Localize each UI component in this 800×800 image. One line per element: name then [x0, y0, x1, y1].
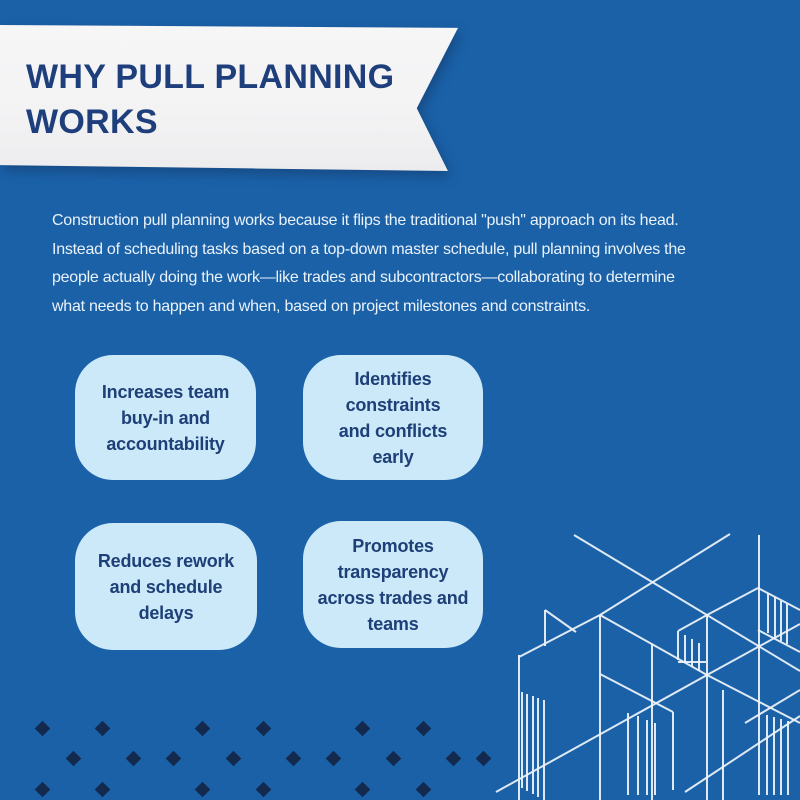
diamond-dot [255, 720, 271, 736]
diamond-dot [194, 781, 210, 797]
diamond-dot [445, 750, 461, 766]
diamond-dot [34, 781, 50, 797]
title-banner-ribbon: WHY PULL PLANNING WORKS [0, 25, 458, 171]
benefit-card-transparency: Promotes transparency across trades and … [303, 521, 483, 648]
diamond-dot [34, 720, 50, 736]
diamond-dot [325, 750, 341, 766]
benefit-card-label: Identifies constraints and conflicts ear… [338, 368, 448, 467]
diamond-dot [94, 781, 110, 797]
diamond-dot [285, 750, 301, 766]
page-title: WHY PULL PLANNING WORKS [26, 58, 395, 141]
diamond-dot [415, 781, 431, 797]
diamond-dot [225, 750, 241, 766]
diamond-dot [194, 720, 210, 736]
benefit-card-buy-in: Increases team buy-in and accountability [75, 355, 256, 480]
diamond-dot [65, 750, 81, 766]
benefit-card-label: Reduces rework and schedule delays [97, 550, 235, 623]
benefit-card-rework: Reduces rework and schedule delays [75, 523, 257, 650]
diamond-dot [255, 781, 271, 797]
diamond-dot [125, 750, 141, 766]
intro-paragraph: Construction pull planning works because… [52, 212, 686, 315]
benefit-card-label: Promotes transparency across trades and … [317, 535, 469, 634]
diamond-dot [354, 781, 370, 797]
benefit-card-constraints: Identifies constraints and conflicts ear… [303, 355, 483, 480]
diamond-dot [354, 720, 370, 736]
title-banner: WHY PULL PLANNING WORKS [0, 25, 458, 171]
diamond-dot [165, 750, 181, 766]
diamond-dot [94, 720, 110, 736]
benefit-card-label: Increases team buy-in and accountability [101, 381, 230, 454]
diamond-dot [475, 750, 491, 766]
diamond-dot [415, 720, 431, 736]
diamond-dot [385, 750, 401, 766]
